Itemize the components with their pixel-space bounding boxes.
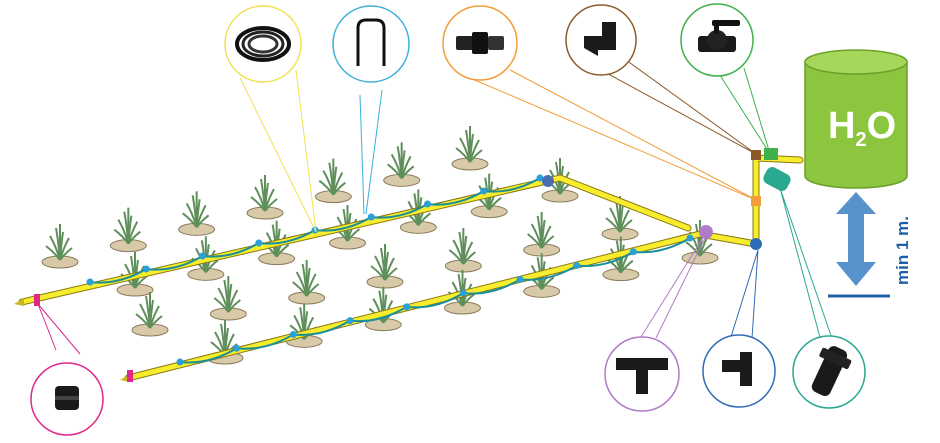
tee-joint: [699, 225, 713, 239]
drip-line: [179, 237, 691, 364]
callout-drip-stake: [332, 5, 410, 83]
double-arrow-icon: [836, 192, 876, 286]
end-plug-back: [34, 294, 40, 306]
plant: [366, 244, 404, 289]
fittings: [34, 148, 791, 382]
height-label: min 1 m.: [893, 216, 912, 285]
elbow-joint-icon: [722, 352, 752, 386]
plant: [131, 292, 169, 337]
callout-filter: [792, 335, 866, 409]
plant: [285, 303, 323, 348]
pipe-network: [14, 154, 804, 382]
plant: [602, 236, 640, 282]
plant: [329, 205, 366, 250]
dripper: [289, 330, 297, 338]
plant: [41, 224, 79, 269]
dripper: [142, 265, 150, 273]
dripper: [86, 278, 94, 286]
elbow-fitting-icon: [584, 22, 616, 56]
callout-adapter: [442, 5, 518, 81]
plant: [523, 212, 561, 257]
callouts: [30, 3, 866, 436]
water-tank: H2O: [804, 49, 908, 189]
elbow-joint-blue: [750, 238, 762, 250]
plant: [109, 207, 147, 253]
drip-stake-icon: [356, 18, 386, 66]
plant: [178, 191, 216, 236]
plant: [246, 175, 284, 220]
dripper: [686, 234, 694, 242]
end-plug-icon: [55, 386, 79, 410]
ball-valve-icon: [698, 20, 740, 52]
dripper: [346, 317, 354, 325]
filter-body: [763, 167, 791, 191]
plant: [209, 276, 247, 321]
pipe-coil-icon: [235, 26, 291, 62]
dripper: [367, 213, 375, 221]
adapter-icon: [456, 32, 504, 54]
plant: [444, 228, 482, 273]
plant: [383, 142, 421, 187]
brown-elbow: [751, 150, 761, 160]
plant: [314, 158, 352, 204]
filter-icon: [811, 346, 852, 397]
dripper: [255, 239, 263, 247]
height-indicator: min 1 m.: [828, 192, 912, 298]
orange-adapter: [751, 196, 761, 206]
callout-end-plug: [30, 362, 104, 436]
plant: [451, 126, 489, 171]
dripper: [629, 248, 637, 256]
plants-layer: [41, 126, 719, 365]
dripper: [516, 275, 524, 283]
callout-pipe-coil: [224, 5, 302, 83]
tank-label: H2O: [828, 105, 896, 151]
dripper: [459, 289, 467, 297]
tee-fitting-icon: [616, 358, 668, 394]
dripper: [199, 252, 206, 260]
callout-elbow-joint: [702, 334, 776, 408]
dripper: [536, 174, 544, 182]
callout-valve: [680, 3, 754, 77]
plant: [288, 260, 326, 305]
end-plug-front: [127, 370, 133, 382]
drip-lines: [86, 174, 694, 366]
dripper: [403, 303, 411, 311]
dripper: [176, 358, 184, 366]
dripper: [480, 187, 488, 195]
dripper: [233, 344, 241, 352]
callout-leaders: [37, 59, 837, 355]
dripper: [573, 262, 581, 270]
dripper: [424, 200, 431, 208]
green-valve: [764, 148, 778, 160]
pipe-end-tip-back: [14, 298, 24, 306]
callout-elbow: [565, 4, 637, 76]
callout-tee: [604, 336, 680, 412]
blue-joint-back: [542, 175, 554, 187]
